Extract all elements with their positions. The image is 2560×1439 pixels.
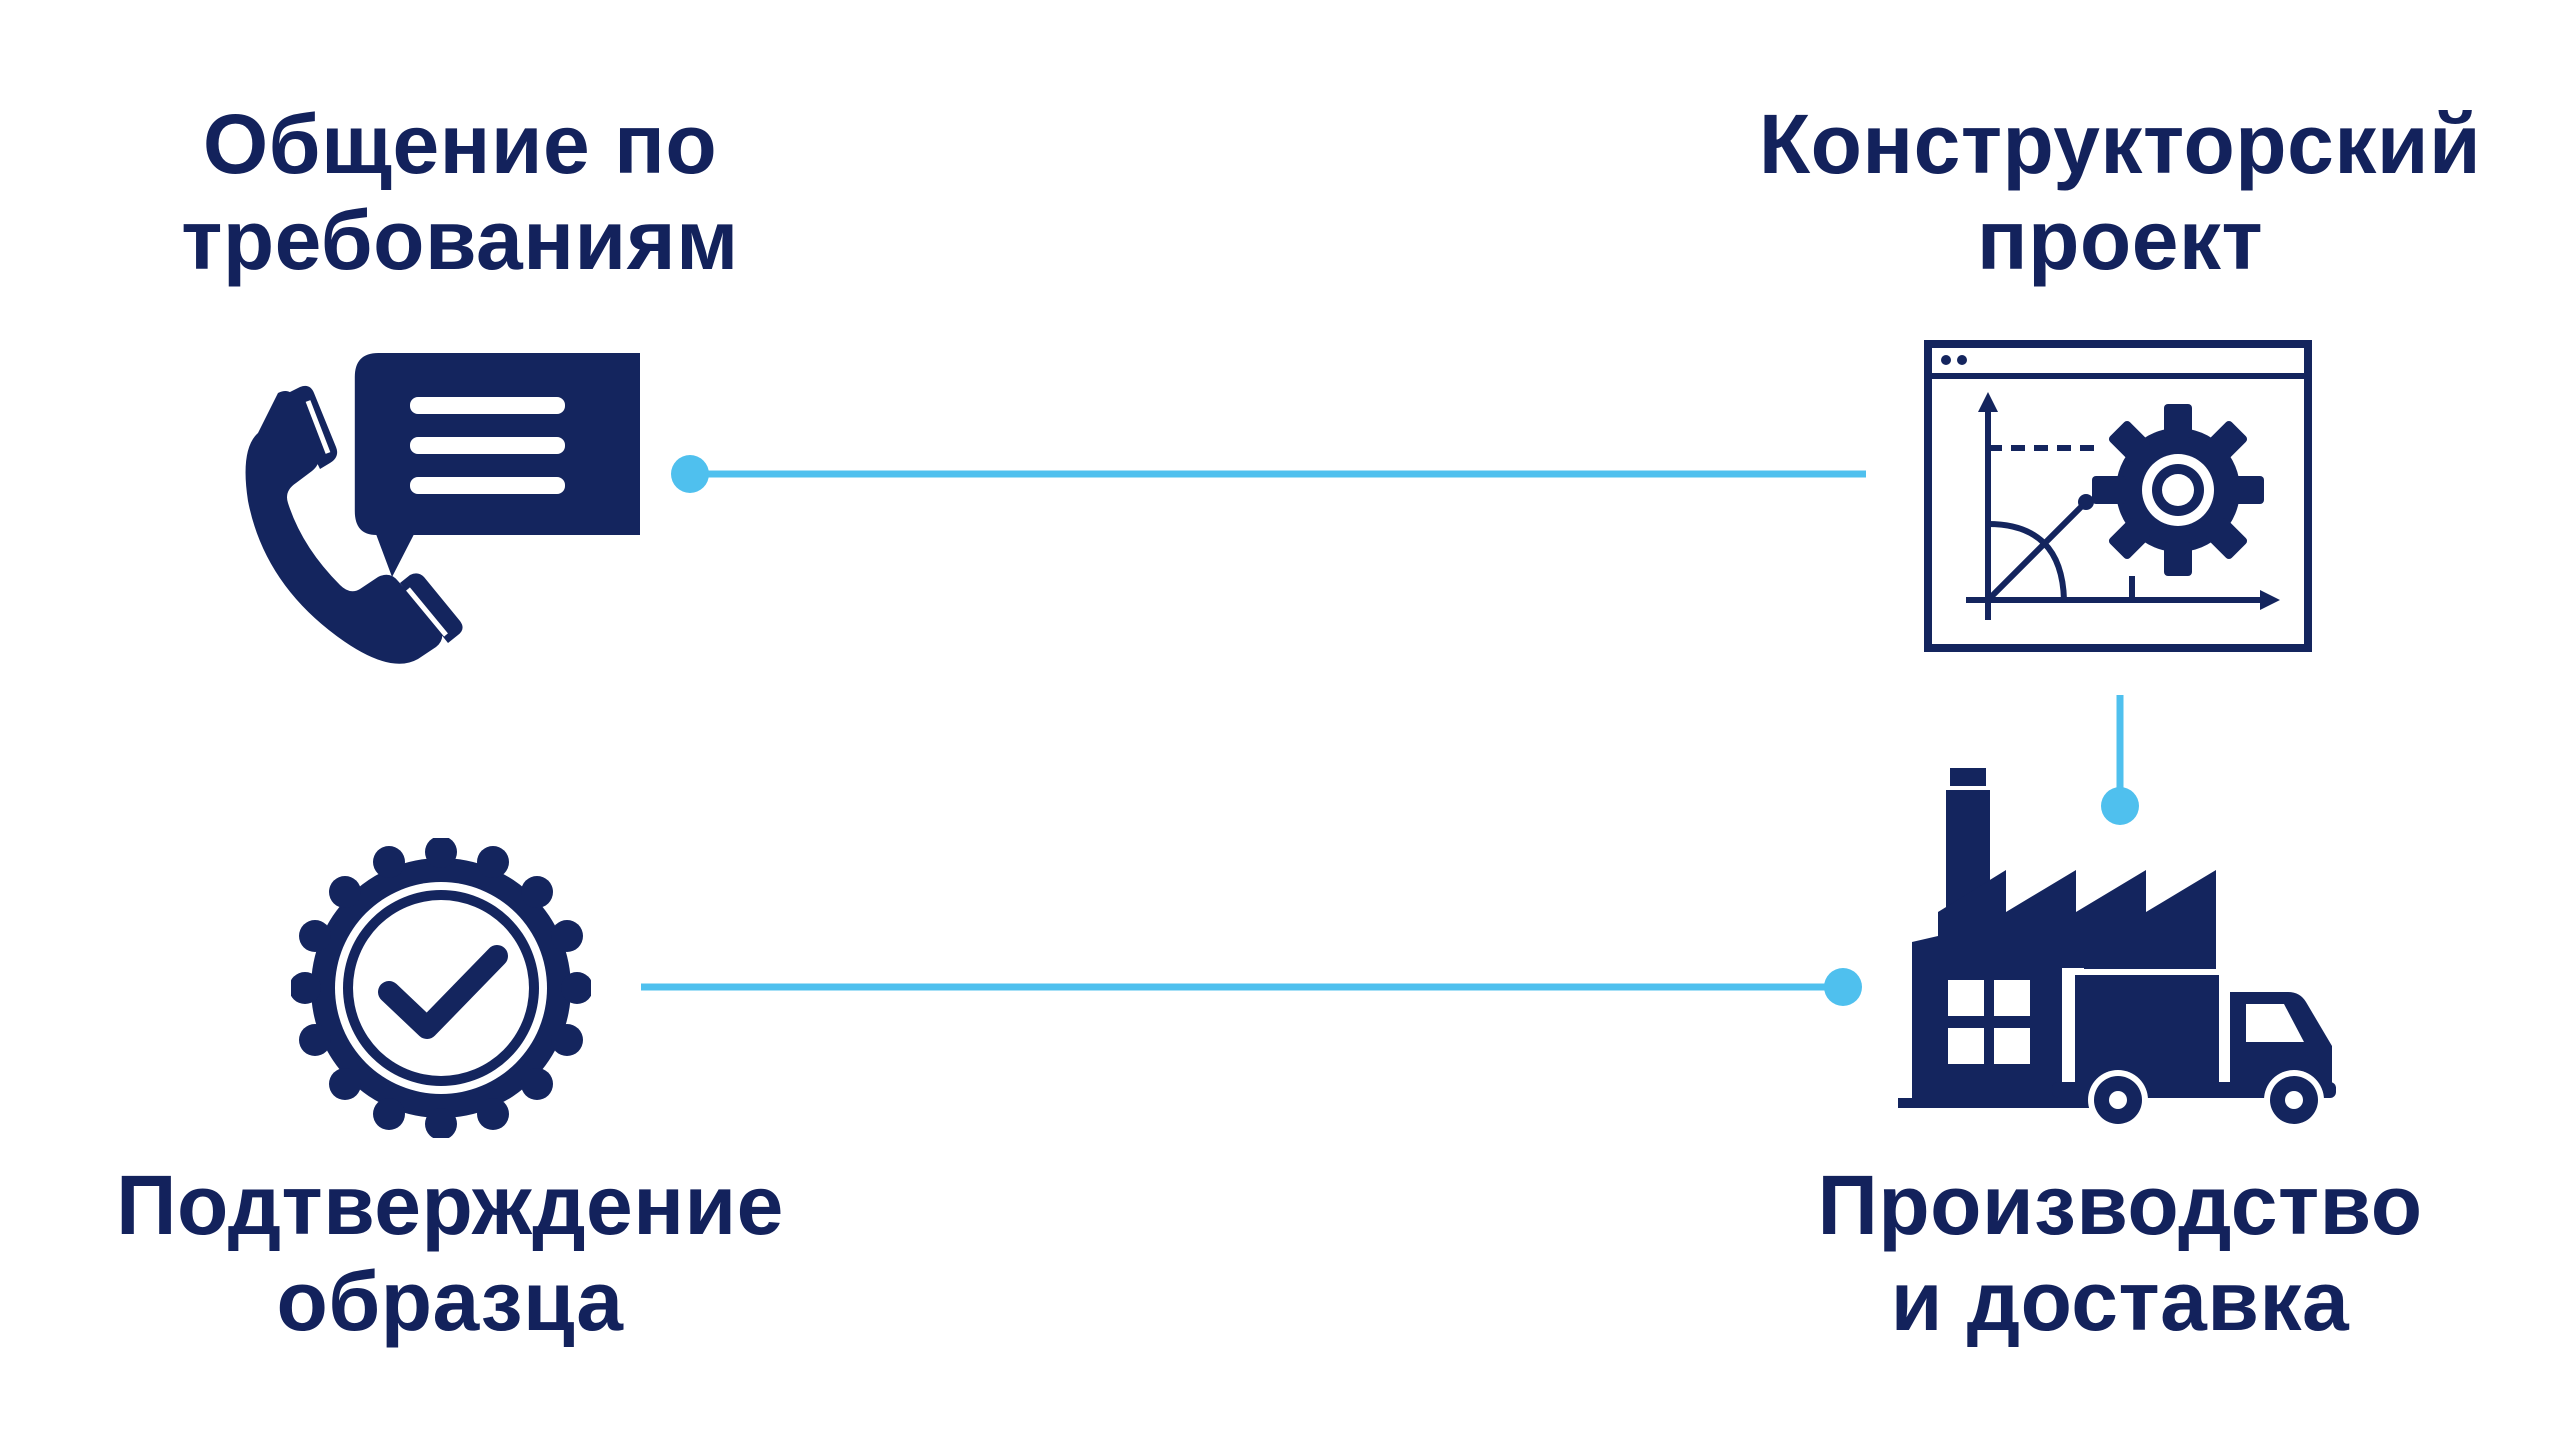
step-title-production: Производство и доставка — [1740, 1157, 2500, 1349]
design-window-gear-icon — [1924, 340, 2312, 652]
connector-dot-top — [671, 455, 709, 493]
factory-truck-icon — [1898, 768, 2336, 1130]
connector-dot-vertical — [2101, 787, 2139, 825]
step-title-sample: Подтверждение образца — [60, 1157, 840, 1349]
step-title-sample-line2: образца — [276, 1254, 624, 1348]
phone-chat-icon — [245, 353, 640, 664]
step-title-production-line2: и доставка — [1890, 1254, 2350, 1348]
step-title-sample-line1: Подтверждение — [116, 1158, 784, 1252]
step-title-requirements: Общение по требованиям — [100, 96, 820, 288]
connector-requirements-to-design — [671, 455, 1866, 493]
connector-design-to-production — [2101, 695, 2139, 825]
connector-dot-bottom — [1824, 968, 1862, 1006]
step-title-design-line1: Конструкторский — [1758, 97, 2482, 191]
step-title-design: Конструкторский проект — [1680, 96, 2560, 288]
connector-production-to-sample — [641, 968, 1862, 1006]
step-title-design-line2: проект — [1976, 193, 2264, 287]
step-title-requirements-line2: требованиям — [181, 193, 739, 287]
step-title-production-line1: Производство — [1817, 1158, 2423, 1252]
step-title-requirements-line1: Общение по — [202, 97, 718, 191]
approval-seal-check-icon — [291, 838, 591, 1138]
